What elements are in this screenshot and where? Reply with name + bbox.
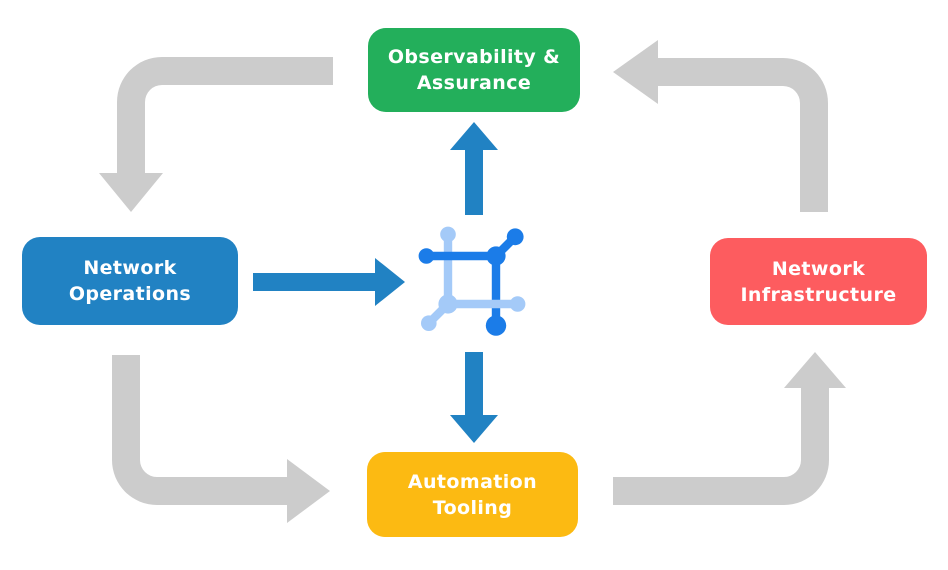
node-automation-label: Automation Tooling — [407, 470, 538, 519]
icon-left-node — [418, 248, 435, 264]
icon-bottom-node — [485, 315, 507, 336]
icon-top-right-junction — [486, 246, 506, 266]
icon-upper-right-node — [506, 228, 524, 246]
icon-bottom-left-junction — [438, 294, 458, 314]
node-automation-tooling: Automation Tooling — [367, 452, 578, 537]
flow-arrow-operations-to-core — [253, 258, 405, 306]
icon-light-back-group — [440, 226, 456, 304]
cycle-arrow-operations-to-automation — [112, 355, 330, 523]
node-operations-label: Network Operations — [68, 257, 192, 305]
flow-arrow-core-to-automation — [450, 352, 498, 443]
cycle-arrow-infrastructure-to-observability — [613, 40, 828, 212]
icon-right-node — [509, 296, 526, 312]
icon-top-node — [440, 226, 456, 243]
cycle-arrow-observability-to-operations — [99, 57, 333, 212]
icon-light-front-group — [421, 294, 526, 331]
cycle-arrow-automation-to-infrastructure — [613, 352, 846, 505]
node-observability-label: Observability & Assurance — [387, 46, 561, 94]
node-network-operations: Network Operations — [22, 237, 238, 325]
icon-dark-group — [418, 228, 524, 336]
node-infrastructure-label: Network Infrastructure — [740, 257, 897, 306]
network-mesh-icon — [418, 226, 526, 336]
node-observability-assurance: Observability & Assurance — [368, 28, 580, 112]
flow-arrow-core-to-observability — [450, 122, 498, 215]
node-network-infrastructure: Network Infrastructure — [710, 238, 927, 325]
icon-lower-left-node — [421, 315, 437, 331]
